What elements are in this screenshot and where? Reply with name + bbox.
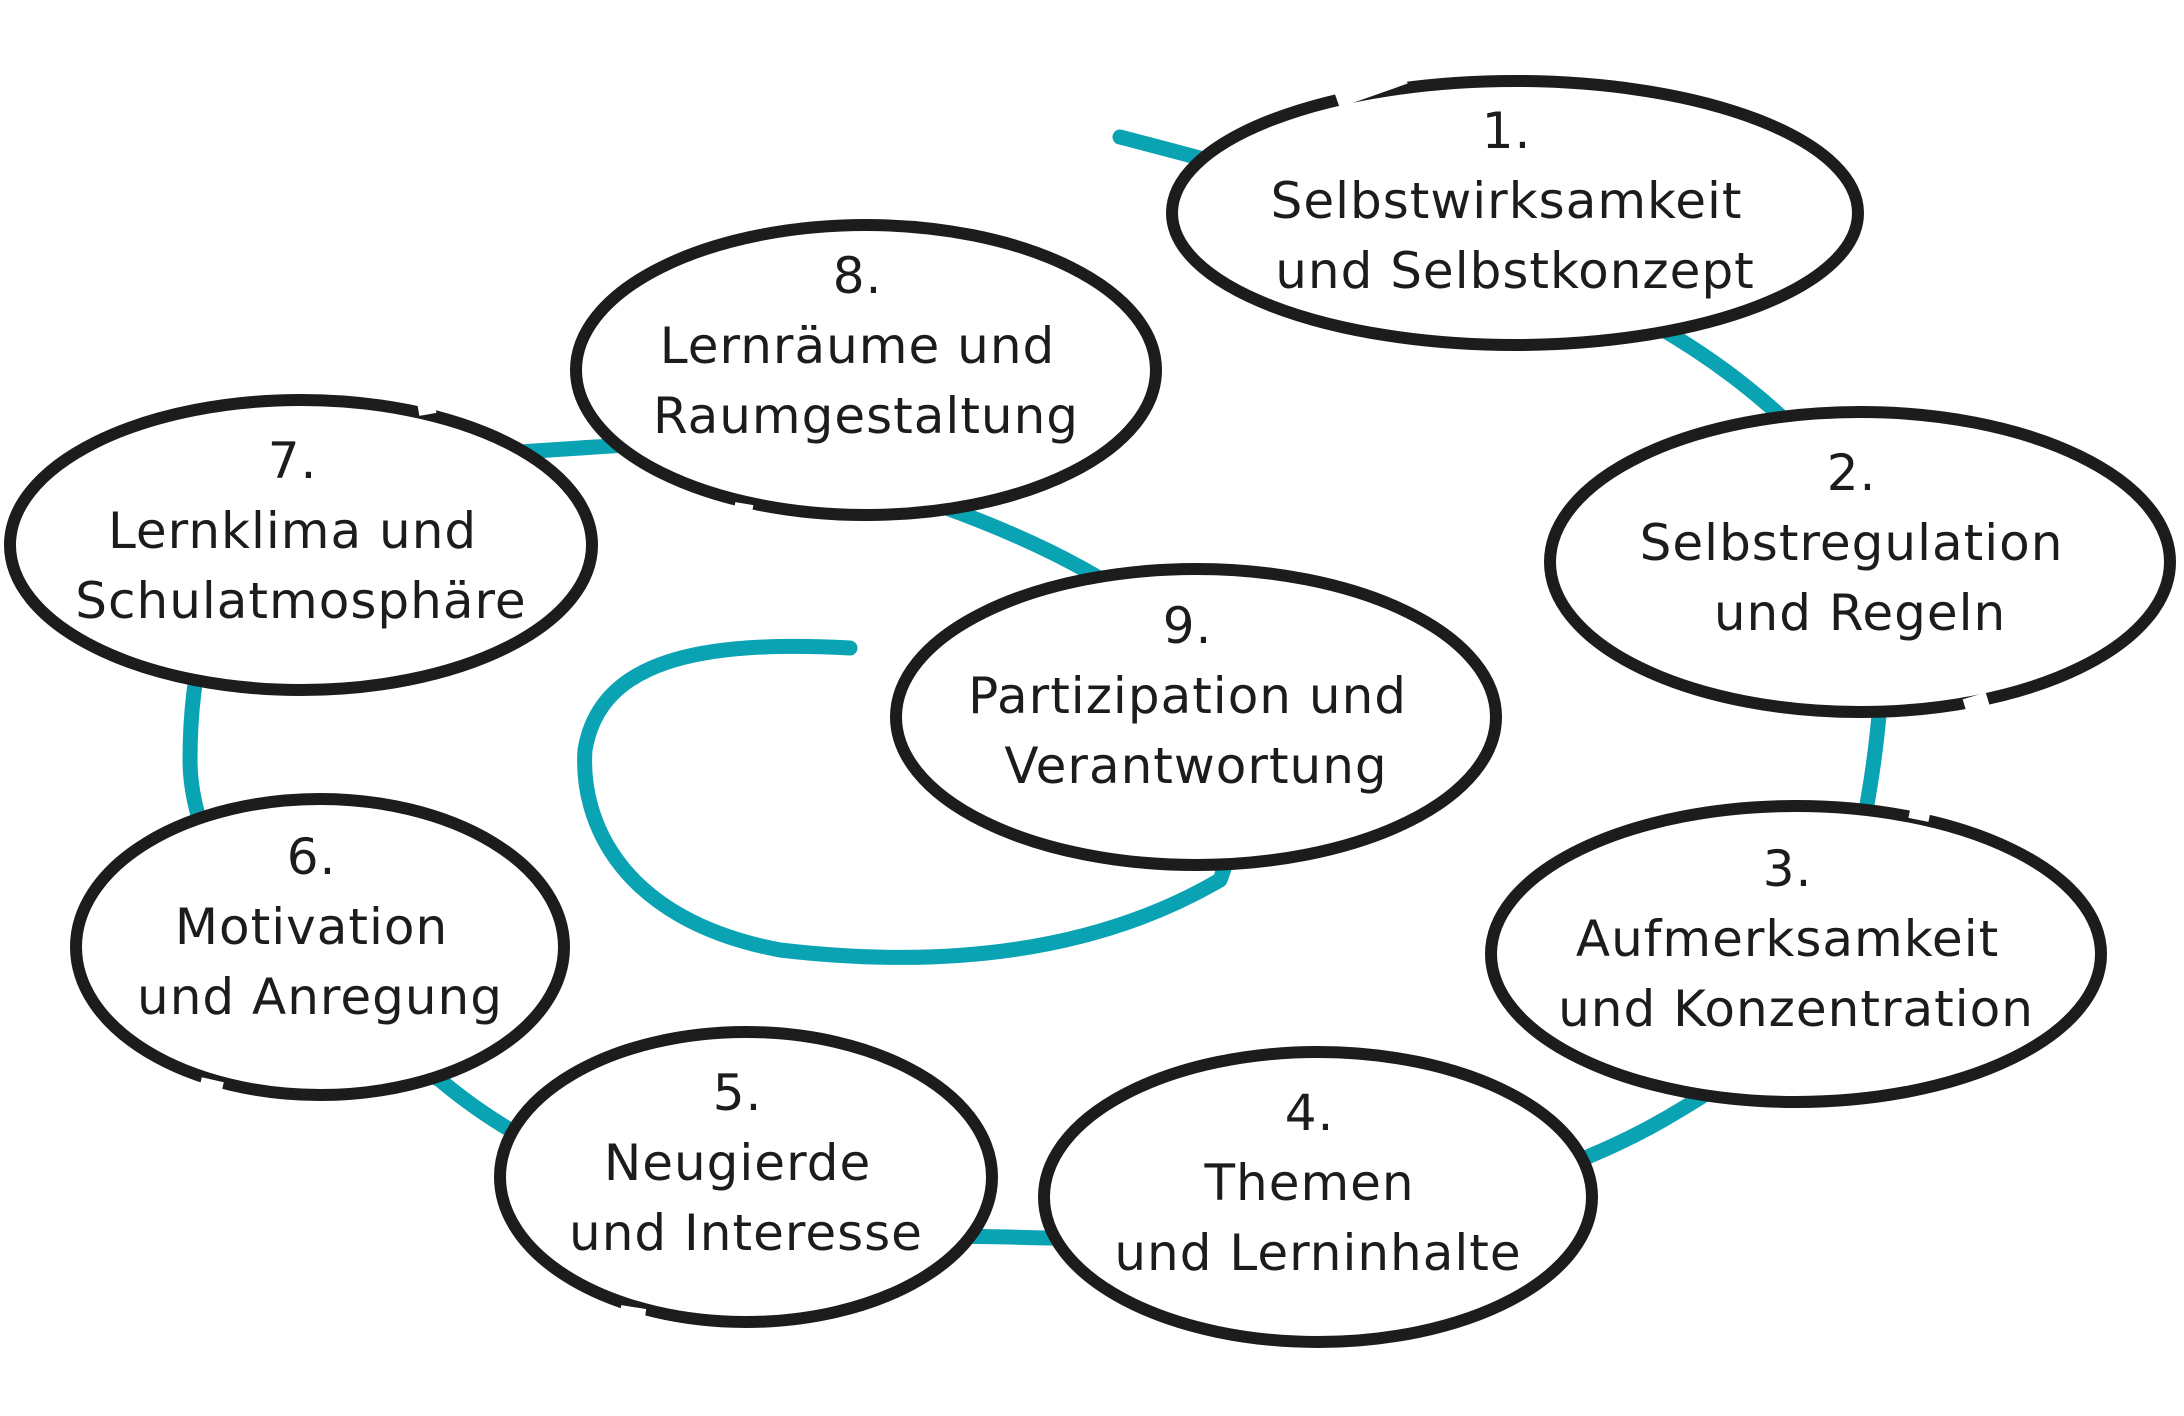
- node-1-line2: und Selbstkonzept: [1275, 242, 1755, 300]
- node-3-ring: [1485, 800, 2107, 1108]
- node-8: 8. Lernräume und Raumgestaltung: [570, 219, 1162, 521]
- node-6-ring: [70, 793, 570, 1101]
- node-6-number: 6.: [287, 828, 337, 886]
- node-1: 1. Selbstwirksamkeit und Selbstkonzept: [1166, 68, 1864, 351]
- node-8-line2: Raumgestaltung: [653, 387, 1079, 445]
- node-3-line2: und Konzentration: [1558, 980, 2034, 1038]
- node-8-line1: Lernräume und: [660, 317, 1055, 375]
- node-9-ring: [890, 563, 1502, 871]
- node-5-ring: [494, 1026, 998, 1328]
- node-4-ring: [1038, 1046, 1598, 1348]
- node-2-line1: Selbstregulation: [1640, 514, 2064, 572]
- node-9: 9. Partizipation und Verantwortung: [890, 563, 1502, 871]
- node-7-ring: [4, 394, 598, 696]
- node-2: 2. Selbstregulation und Regeln: [1544, 406, 2176, 718]
- svg-text:5. Neugierde und I: 5. Neugierde und Interesse: [569, 1064, 923, 1262]
- node-8-ring: [570, 219, 1162, 521]
- node-6-line1: Motivation: [175, 898, 448, 956]
- node-3-number: 3.: [1763, 840, 1813, 898]
- svg-text:2. Selbstregulation: 2. Selbstregulation und Regeln: [1640, 444, 2081, 642]
- node-1-ring: [1166, 75, 1864, 351]
- svg-text:6. Motivation und: 6. Motivation und Anregung: [137, 828, 503, 1026]
- node-5-line1: Neugierde: [604, 1134, 871, 1192]
- node-7-line1: Lernklima und: [108, 502, 477, 560]
- node-2-line2: und Regeln: [1714, 584, 2006, 642]
- node-9-line1: Partizipation und: [968, 667, 1407, 725]
- node-6: 6. Motivation und Anregung: [70, 793, 570, 1101]
- node-2-ring: [1544, 406, 2176, 718]
- node-3-line1: Aufmerksamkeit: [1576, 910, 1999, 968]
- svg-text:1. Selbstwirksamkeit: 1. Selbstwirksamkeit und Selbstkonzept: [1271, 102, 1760, 300]
- svg-text:7. Lernklima und S: 7. Lernklima und Schulatmosphäre: [75, 432, 526, 630]
- node-9-number: 9.: [1163, 597, 1213, 655]
- node-4-line1: Themen: [1203, 1154, 1414, 1212]
- node-1-number: 1.: [1482, 102, 1532, 160]
- node-5-number: 5.: [713, 1064, 763, 1122]
- node-4: 4. Themen und Lerninhalte: [1038, 1046, 1598, 1348]
- svg-text:8. Lernräume und R: 8. Lernräume und Raumgestaltung: [653, 247, 1079, 445]
- node-5-line2: und Interesse: [569, 1204, 923, 1262]
- node-7-line2: Schulatmosphäre: [75, 572, 526, 630]
- node-4-line2: und Lerninhalte: [1114, 1224, 1521, 1282]
- svg-text:3. Aufmerksamkeit: 3. Aufmerksamkeit und Konzentration: [1558, 840, 2034, 1038]
- node-1-line1: Selbstwirksamkeit: [1271, 172, 1743, 230]
- svg-text:4. Themen und Lern: 4. Themen und Lerninhalte: [1114, 1084, 1521, 1282]
- node-9-line2: Verantwortung: [1004, 737, 1387, 795]
- node-4-number: 4.: [1285, 1084, 1335, 1142]
- node-6-line2: und Anregung: [137, 968, 503, 1026]
- svg-text:9. Partizipation und: 9. Partizipation und Verantwortung: [968, 597, 1424, 795]
- node-8-number: 8.: [833, 247, 883, 305]
- node-7-number: 7.: [268, 432, 318, 490]
- node-7: 7. Lernklima und Schulatmosphäre: [4, 394, 598, 696]
- node-5: 5. Neugierde und Interesse: [494, 1026, 998, 1328]
- node-3: 3. Aufmerksamkeit und Konzentration: [1485, 800, 2107, 1108]
- node-2-number: 2.: [1827, 444, 1877, 502]
